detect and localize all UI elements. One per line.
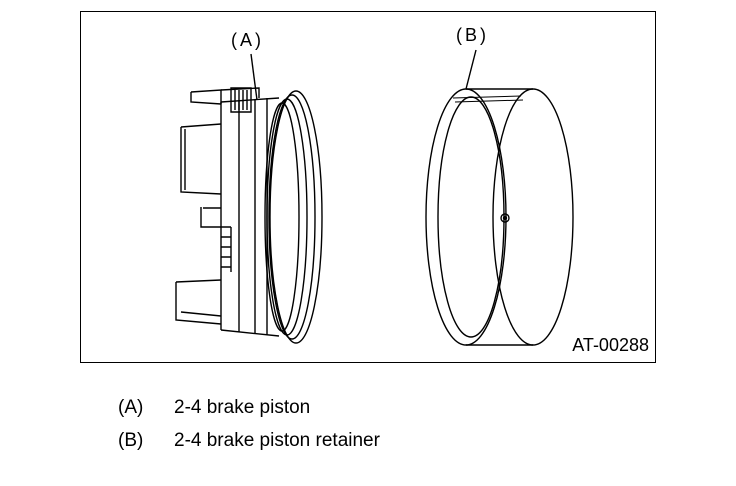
legend-key: (B) xyxy=(118,430,144,451)
brake-piston-drawing xyxy=(175,87,323,344)
legend: (A) 2-4 brake piston (B) 2-4 brake pisto… xyxy=(118,397,380,463)
legend-text: 2-4 brake piston xyxy=(174,397,311,418)
figure-frame: (A) (B) AT-00288 xyxy=(80,11,656,363)
piston-retainer-drawing xyxy=(425,88,574,346)
callout-a-leader xyxy=(250,53,258,101)
figure-id-label: AT-00288 xyxy=(572,335,649,355)
legend-item: (B) 2-4 brake piston retainer xyxy=(118,430,380,463)
callout-a-label: (A) xyxy=(231,30,264,50)
legend-key: (A) xyxy=(118,397,144,418)
legend-text: 2-4 brake piston retainer xyxy=(174,430,380,451)
callout-b-label: (B) xyxy=(456,25,489,45)
callout-b-leader xyxy=(465,49,477,90)
parts-illustration xyxy=(175,49,574,346)
legend-item: (A) 2-4 brake piston xyxy=(118,397,380,430)
